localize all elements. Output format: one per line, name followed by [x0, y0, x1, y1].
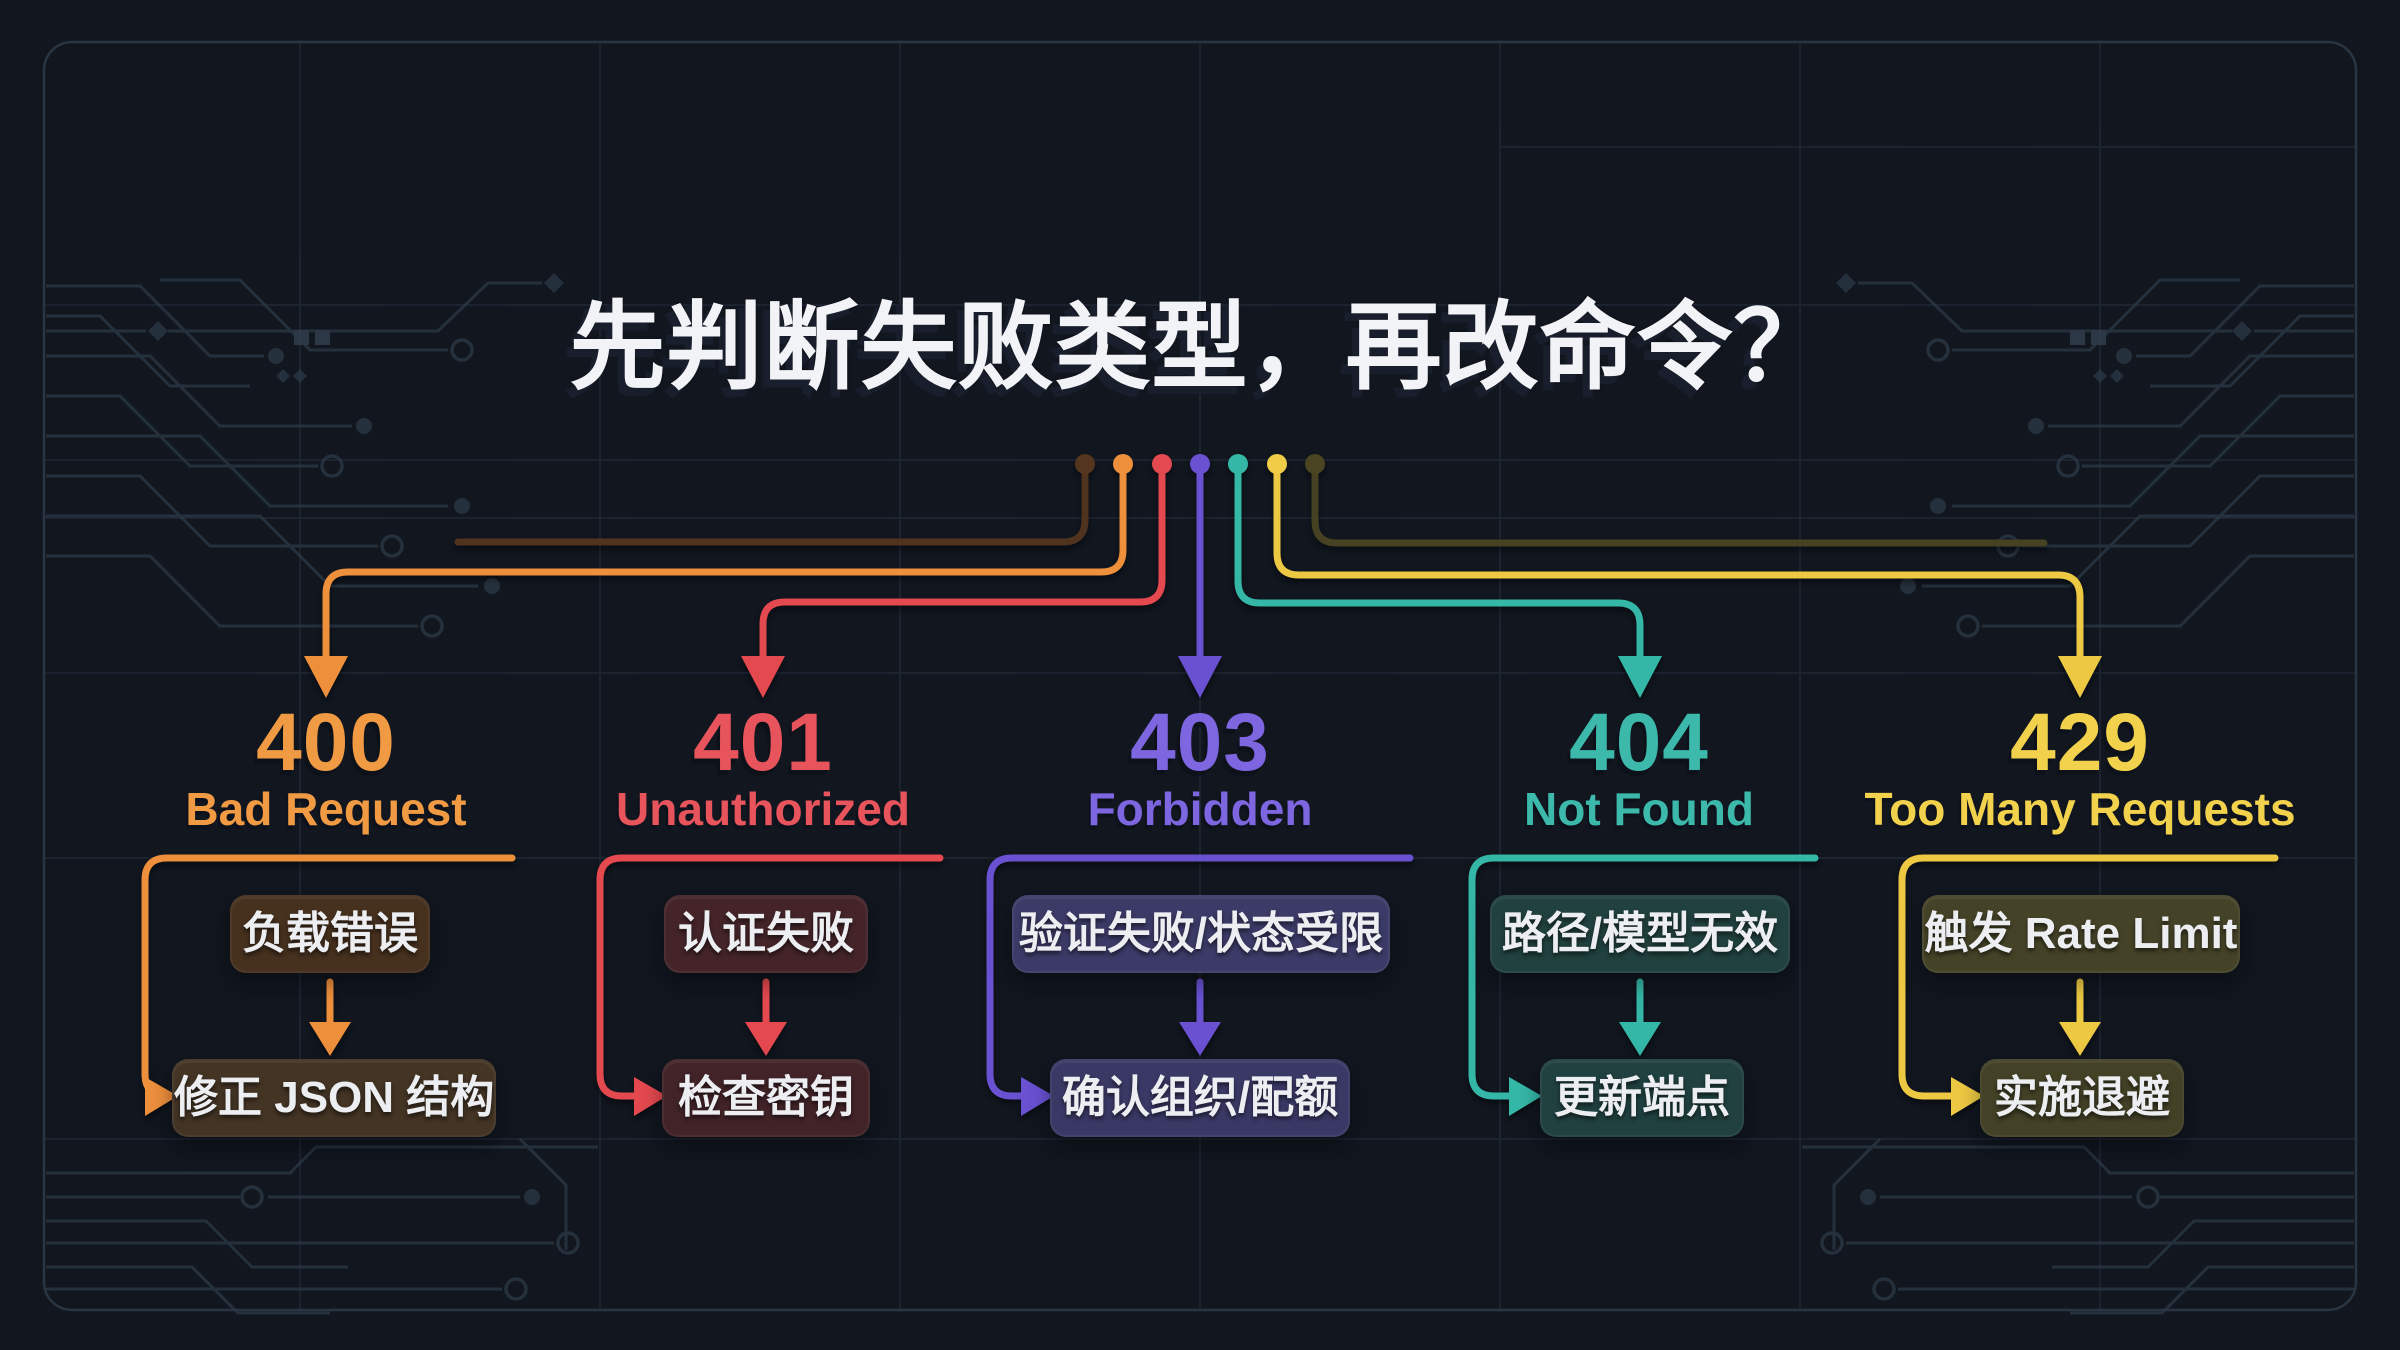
page-title: 先判断失败类型，再改命令？	[569, 294, 1831, 401]
circuit-decor-bottom-right	[1800, 1137, 2356, 1315]
status-name-404: Not Found	[1524, 783, 1754, 835]
interbox-arrows	[309, 978, 2101, 1056]
bracket-403	[986, 854, 1414, 1100]
circuit-decor-bottom-left	[46, 1137, 598, 1315]
route-404	[1234, 460, 1644, 664]
status-name-403: Forbidden	[1087, 783, 1313, 835]
route-olive-decorative	[1311, 460, 2048, 547]
interbox-arrowhead-403	[1179, 1022, 1221, 1056]
status-name-400: Bad Request	[185, 783, 467, 835]
interbox-arrowhead-400	[309, 1022, 351, 1056]
cause-box-400: 负载错误	[230, 895, 430, 973]
interbox-arrowhead-401	[745, 1022, 787, 1056]
route-403-arrowhead	[1178, 656, 1222, 698]
interbox-arrowhead-404	[1619, 1022, 1661, 1056]
bracket-429	[1898, 854, 2279, 1100]
status-code-429: 429	[2010, 697, 2150, 788]
route-429-arrowhead	[2058, 656, 2102, 698]
hub-dot-teal	[1228, 454, 1248, 474]
status-code-401: 401	[693, 697, 833, 788]
hub-dot-brown	[1075, 454, 1095, 474]
cause-box-401: 认证失败	[664, 895, 868, 973]
bracket-400-arrowhead	[145, 1077, 178, 1116]
bracket-403-arrowhead	[1021, 1077, 1054, 1116]
route-401-arrowhead	[741, 656, 785, 698]
status-code-403: 403	[1130, 697, 1270, 788]
route-brown-decorative	[454, 460, 1089, 546]
page-frame	[42, 40, 2358, 1312]
interbox-arrowhead-429	[2059, 1022, 2101, 1056]
route-404-arrowhead	[1618, 656, 1662, 698]
hub-dot-purple	[1190, 454, 1210, 474]
route-429	[1273, 460, 2084, 664]
route-400-arrowhead	[304, 656, 348, 698]
hub-dot-olive	[1305, 454, 1325, 474]
hub-dot-orange	[1113, 454, 1133, 474]
status-name-429: Too Many Requests	[1864, 783, 2296, 835]
fix-box-403: 确认组织/配额	[1050, 1059, 1350, 1137]
fix-box-401: 检查密钥	[662, 1059, 870, 1137]
cause-box-429: 触发 Rate Limit	[1922, 895, 2240, 973]
bracket-404-arrowhead	[1509, 1077, 1542, 1116]
cause-box-404: 路径/模型无效	[1490, 895, 1790, 973]
hub-dot-red	[1152, 454, 1172, 474]
route-400	[322, 460, 1127, 664]
fix-box-429: 实施退避	[1980, 1059, 2184, 1137]
fix-box-404: 更新端点	[1540, 1059, 1744, 1137]
status-code-400: 400	[256, 697, 396, 788]
bracket-connectors	[141, 854, 2279, 1116]
status-code-404: 404	[1569, 697, 1709, 788]
bracket-401-arrowhead	[634, 1077, 667, 1116]
route-401	[759, 460, 1166, 664]
bracket-401	[596, 854, 944, 1100]
bracket-429-arrowhead	[1951, 1077, 1984, 1116]
circuit-decor-top-left	[46, 273, 564, 638]
fix-box-400: 修正 JSON 结构	[172, 1059, 496, 1137]
route-lines	[304, 454, 2102, 698]
cause-box-403: 验证失败/状态受限	[1012, 895, 1390, 973]
bracket-404	[1468, 854, 1819, 1100]
status-name-401: Unauthorized	[616, 783, 910, 835]
hub-dot-yellow	[1267, 454, 1287, 474]
